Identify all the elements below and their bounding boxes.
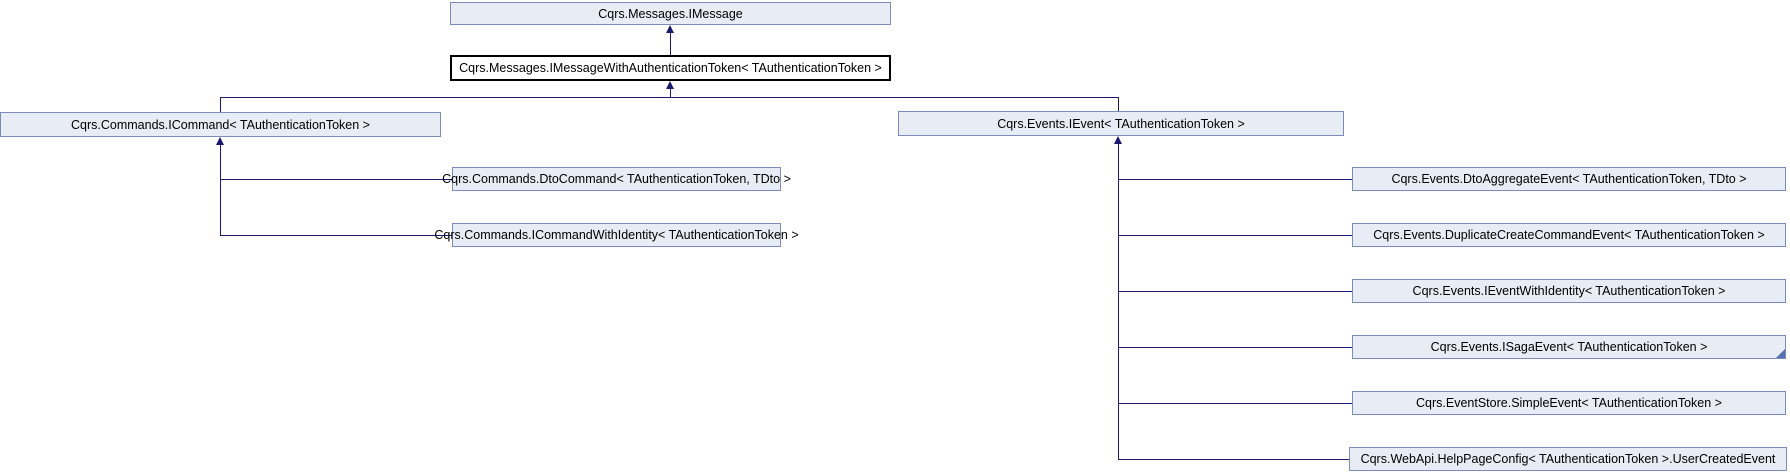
edge-branch-dtocommand bbox=[220, 179, 452, 180]
edge-branch-usercreatedevent bbox=[1118, 459, 1352, 460]
node-cqrs-commands-dtocommand[interactable]: Cqrs.Commands.DtoCommand< TAuthenticatio… bbox=[442, 167, 791, 191]
node-cqrs-commands-icommand[interactable]: Cqrs.Commands.ICommand< TAuthenticationT… bbox=[0, 112, 441, 137]
truncated-fold-icon bbox=[1776, 349, 1785, 358]
node-cqrs-events-ievent[interactable]: Cqrs.Events.IEvent< TAuthenticationToken… bbox=[898, 111, 1344, 136]
edge-branch-simpleevent bbox=[1118, 403, 1352, 404]
node-cqrs-events-dtoaggregateevent[interactable]: Cqrs.Events.DtoAggregateEvent< TAuthenti… bbox=[1352, 167, 1786, 191]
edge-branch-duplicatecreatecommandevent bbox=[1118, 235, 1352, 236]
node-cqrs-events-ieventwithidentity[interactable]: Cqrs.Events.IEventWithIdentity< TAuthent… bbox=[1352, 279, 1786, 303]
edge-trunk-commands bbox=[220, 142, 221, 235]
edge-stub-ievent bbox=[1118, 97, 1119, 111]
node-cqrs-events-duplicatecreatecommandevent[interactable]: Cqrs.Events.DuplicateCreateCommandEvent<… bbox=[1352, 223, 1786, 247]
edge-junction-horizontal bbox=[220, 97, 1119, 98]
node-cqrs-eventstore-simpleevent[interactable]: Cqrs.EventStore.SimpleEvent< TAuthentica… bbox=[1352, 391, 1786, 415]
edge-branch-ieventwithidentity bbox=[1118, 291, 1352, 292]
edge-stub-icommand bbox=[220, 97, 221, 112]
edge-withauth-to-imessage bbox=[670, 30, 671, 56]
arrowhead-up-ievent bbox=[1114, 136, 1122, 144]
node-cqrs-events-isagaevent[interactable]: Cqrs.Events.ISagaEvent< TAuthenticationT… bbox=[1352, 335, 1786, 359]
node-cqrs-webapi-helppageconfig-usercreatedevent[interactable]: Cqrs.WebApi.HelpPageConfig< TAuthenticat… bbox=[1349, 447, 1787, 471]
arrowhead-up-withauth bbox=[666, 81, 674, 89]
arrowhead-up-imessage bbox=[666, 25, 674, 33]
node-label-isagaevent: Cqrs.Events.ISagaEvent< TAuthenticationT… bbox=[1430, 340, 1708, 354]
edge-branch-dtoaggregateevent bbox=[1118, 179, 1352, 180]
edge-trunk-events bbox=[1118, 141, 1119, 459]
node-cqrs-commands-icommandwithidentity[interactable]: Cqrs.Commands.ICommandWithIdentity< TAut… bbox=[434, 223, 799, 247]
node-cqrs-messages-imessage[interactable]: Cqrs.Messages.IMessage bbox=[450, 2, 891, 25]
edge-branch-isagaevent bbox=[1118, 347, 1352, 348]
edge-junction-to-withauth bbox=[670, 86, 671, 98]
node-cqrs-messages-imessagewithauthenticationtoken: Cqrs.Messages.IMessageWithAuthentication… bbox=[450, 55, 891, 81]
arrowhead-up-icommand bbox=[216, 137, 224, 145]
edge-branch-icommandwithidentity bbox=[220, 235, 452, 236]
